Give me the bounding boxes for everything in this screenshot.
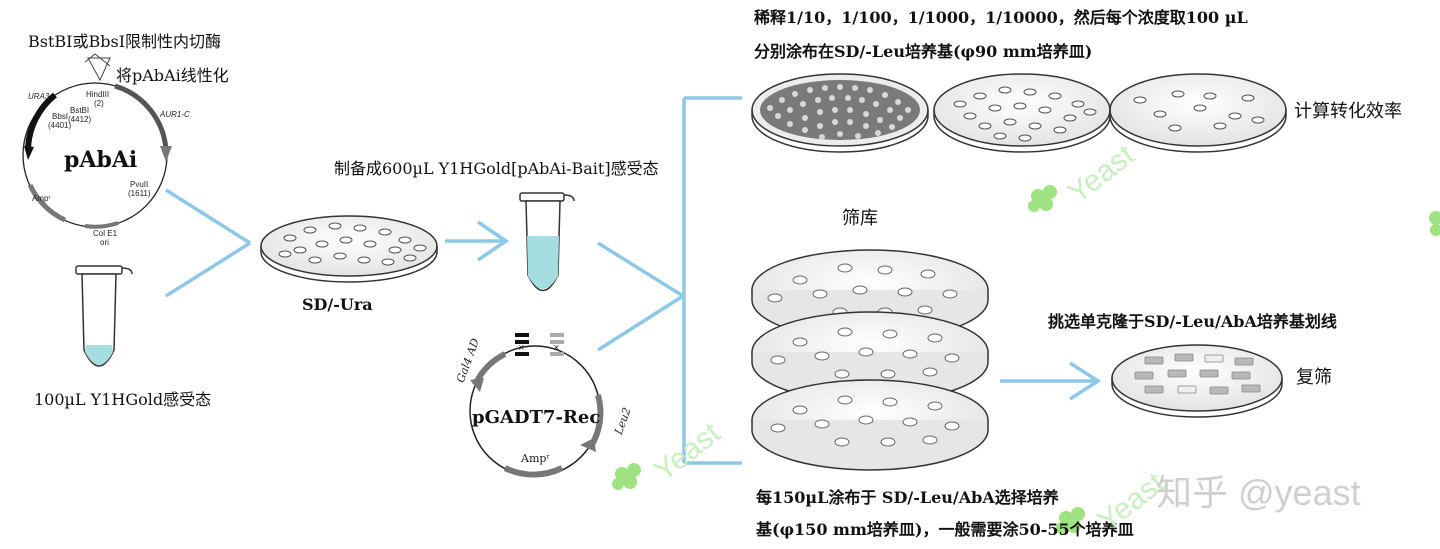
screening-plates [751,249,989,471]
dilution-line1: 稀释1/10，1/100，1/1000，1/10000，然后每个浓度取100 µ… [754,8,1248,27]
rescreen-label: 复筛 [1296,367,1332,388]
hindiii-pos: (2) [94,99,104,108]
plate-sd-ura [260,215,438,283]
bstbi-pos: (4412) [68,115,92,124]
arrow-to-ura-plate [165,188,251,298]
amp-r-label: Ampʳ [521,452,551,465]
rescreen-plate [1111,344,1283,418]
bstbi-label: BstBI [70,106,90,115]
efficiency-label: 计算转化效率 [1294,101,1402,122]
screen-title: 筛库 [842,208,878,229]
watermark-zhihu: 知乎 @yeast [1156,472,1361,513]
watermark-logo [612,185,1440,534]
svg-text:×: × [518,343,525,352]
pabai-plasmid [22,53,172,229]
ori-label: ori [100,238,109,247]
pgadt7-plasmid: × × [469,333,604,478]
competent-prep-label: 制备成600µL Y1HGold[pAbAi-Bait]感受态 [334,159,659,178]
enzyme-label: BstBI或BbsI限制性内切酶 [28,32,222,51]
hindiii-label: HindIII [86,90,110,99]
linearize-label: 将pAbAi线性化 [116,66,229,85]
aur1c-label: AUR1-C [160,110,190,119]
bbsi-label: BbsI [52,112,69,121]
dilution-plates [751,73,1287,153]
competent-label: 100µL Y1HGold感受态 [34,390,212,409]
arrow-to-tube [445,220,510,262]
bbsi-pos: (4401) [48,121,72,130]
pvuii-label: PvuII [130,180,149,189]
sd-ura-label: SD/-Ura [302,295,373,314]
tube-competent [75,265,133,367]
pgadt7-name: pGADT7-Rec [472,407,601,428]
screen-line1: 每150µL涂布于 SD/-Leu/AbA选择培养 [756,488,1059,507]
tube-bait-competent [519,192,575,292]
pick-clone-label: 挑选单克隆于SD/-Leu/AbA培养基划线 [1048,312,1337,331]
svg-text:×: × [553,343,560,352]
dilution-line2: 分别涂布在SD/-Leu培养基(φ90 mm培养皿) [754,42,1093,61]
pabai-name: pAbAi [64,147,138,173]
arrow-to-rescreen [1000,361,1102,401]
arrow-to-bracket [597,241,684,352]
amp-label: Ampʳ [32,194,51,203]
cole1-label: Col E1 [93,229,118,238]
screen-line2: 基(φ150 mm培养皿)，一般需要涂50-55个培养皿 [756,520,1134,539]
ura3-label: URA3 [28,92,50,101]
pvuii-pos: (1611) [128,189,151,198]
split-bracket [682,96,742,465]
